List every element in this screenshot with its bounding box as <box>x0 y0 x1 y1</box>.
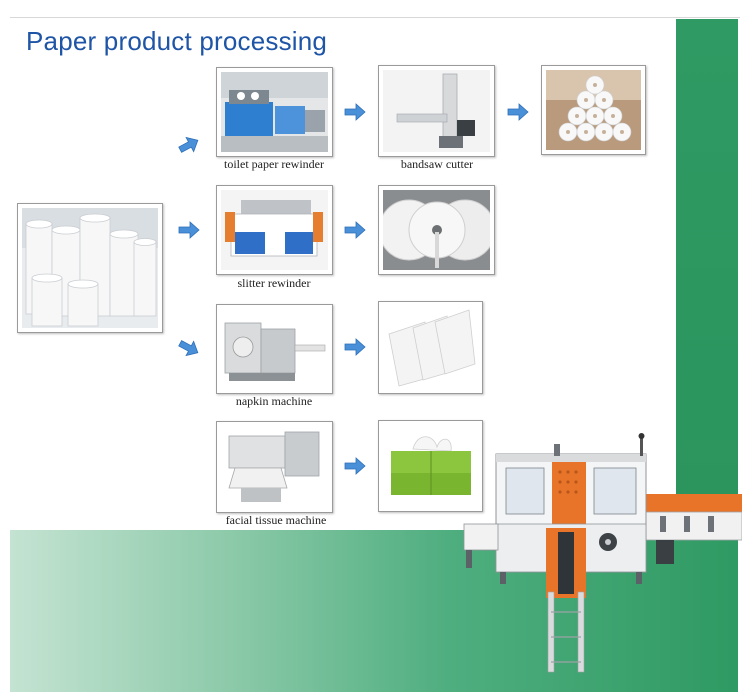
napkins-photo <box>378 301 483 394</box>
caption-napkin-machine: napkin machine <box>235 394 313 408</box>
caption-bandsaw-cutter: bandsaw cutter <box>400 157 474 171</box>
caption-facial-tissue-machine: facial tissue machine <box>225 513 327 527</box>
arrow-right-icon <box>344 221 366 239</box>
slitter-rewinder-photo <box>216 185 333 275</box>
jumbo-rolls-photo <box>17 203 163 333</box>
arrow-right-icon <box>344 457 366 475</box>
toilet-rolls-photo <box>541 65 646 155</box>
facial-tissue-machine-photo <box>216 421 333 513</box>
arrow-right-icon <box>344 338 366 356</box>
caption-slitter-rewinder: slitter rewinder <box>237 276 311 290</box>
bandsaw-cutter-photo <box>378 65 495 157</box>
arrow-right-icon <box>178 136 199 153</box>
top-divider <box>10 17 740 18</box>
page-title: Paper product processing <box>26 26 328 56</box>
arrow-right-icon <box>178 340 199 357</box>
napkin-machine-photo <box>216 304 333 394</box>
tissue-boxes-photo <box>378 420 483 512</box>
slit-rolls-photo <box>378 185 495 275</box>
arrow-right-icon <box>178 221 200 239</box>
toilet-paper-rewinder-photo <box>216 67 333 157</box>
caption-toilet-paper-rewinder: toilet paper rewinder <box>224 157 324 171</box>
tissue-packing-machine-illustration <box>463 433 742 673</box>
arrow-right-icon <box>507 103 529 121</box>
arrow-right-icon <box>344 103 366 121</box>
